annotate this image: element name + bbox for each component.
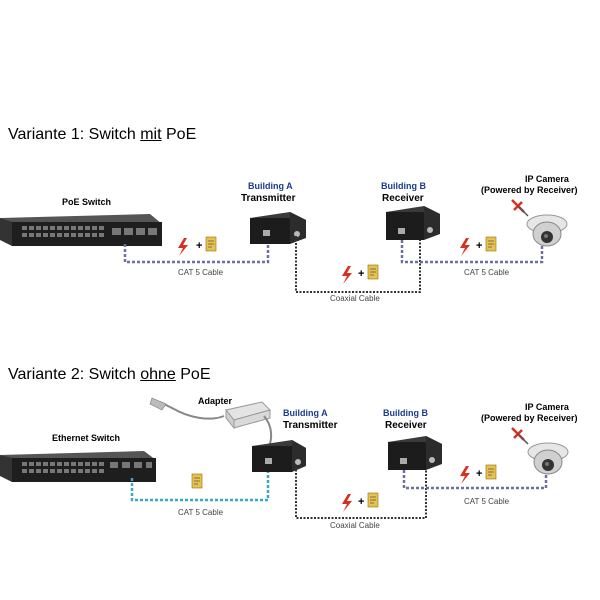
power-data-icon-right-v2 [460,464,497,484]
ethernet-switch [0,451,156,482]
coax-cable-label-v1: Coaxial Cable [330,294,380,303]
coax-cable-label-v2: Coaxial Cable [330,521,380,530]
variant2-heading-em: ohne [140,366,176,383]
cat5-cable-label-left-v2: CAT 5 Cable [178,508,224,517]
receiver-label-v2: Receiver [385,420,427,431]
variant1-heading-em: mit [140,126,162,143]
cat5-cable-left-v1 [123,238,270,264]
poe-switch-label: PoE Switch [62,197,112,207]
cat5-cable-left-v2 [130,470,270,502]
cat5-cable-label-right-v2: CAT 5 Cable [464,497,510,506]
lightning-bolt-icon [342,494,352,512]
poe-switch [0,214,162,246]
power-data-icon-left-v1 [178,236,217,256]
ip-camera-sub-v1: (Powered by Receiver) [481,185,578,195]
transmitter-device-v2 [252,440,306,472]
plus-sign: + [476,240,483,252]
variant2-heading-prefix: Variante 2: Switch [8,366,141,383]
data-icon-left-v2 [191,473,203,489]
variant1-heading: Variante 1: Switch mit PoE [8,126,196,144]
transmitter-label-v1: Transmitter [241,193,296,204]
coax-cable-v1 [295,236,421,293]
receiver-device-v1 [386,206,440,240]
transmitter-device-v1 [250,212,306,244]
variant1-heading-prefix: Variante 1: Switch [8,126,141,143]
receiver-label-v1: Receiver [382,193,424,204]
no-power-adapter-icon-v1 [511,199,529,217]
coax-cable-v2 [295,466,427,519]
receiver-device-v2 [388,436,442,470]
ip-camera-title-v1: IP Camera [525,174,569,184]
variant2-heading-suffix: PoE [175,366,211,383]
lightning-bolt-icon [178,238,188,256]
plus-sign: + [358,496,365,508]
lightning-bolt-icon [342,266,352,284]
variant1-heading-suffix: PoE [161,126,197,143]
plus-sign: + [358,268,365,280]
cat5-cable-label-left-v1: CAT 5 Cable [178,268,224,277]
cat5-cable-right-v1 [400,240,544,264]
transmitter-label-v2: Transmitter [283,420,338,431]
plus-sign: + [476,468,483,480]
ip-camera-v1 [526,214,568,247]
lightning-bolt-icon [460,466,470,484]
ip-camera-v2 [527,442,569,475]
ethernet-switch-label: Ethernet Switch [52,433,121,443]
cat5-cable-label-right-v1: CAT 5 Cable [464,268,510,277]
power-data-icon-right-v1 [460,236,497,256]
no-power-adapter-icon-v2 [511,427,529,445]
adapter-label: Adapter [198,396,233,406]
ip-camera-sub-v2: (Powered by Receiver) [481,413,578,423]
building-a-label-v1: Building A [248,181,293,191]
power-data-icon-coax-v2 [342,492,379,512]
power-data-icon-coax-v1 [342,264,379,284]
plus-sign: + [196,240,203,252]
ip-camera-title-v2: IP Camera [525,402,569,412]
building-a-label-v2: Building A [283,408,328,418]
variant2-heading: Variante 2: Switch ohne PoE [8,366,211,384]
power-adapter [149,397,273,445]
building-b-label-v1: Building B [381,181,426,191]
power-plug-icon [149,397,167,411]
building-b-label-v2: Building B [383,408,428,418]
lightning-bolt-icon [460,238,470,256]
